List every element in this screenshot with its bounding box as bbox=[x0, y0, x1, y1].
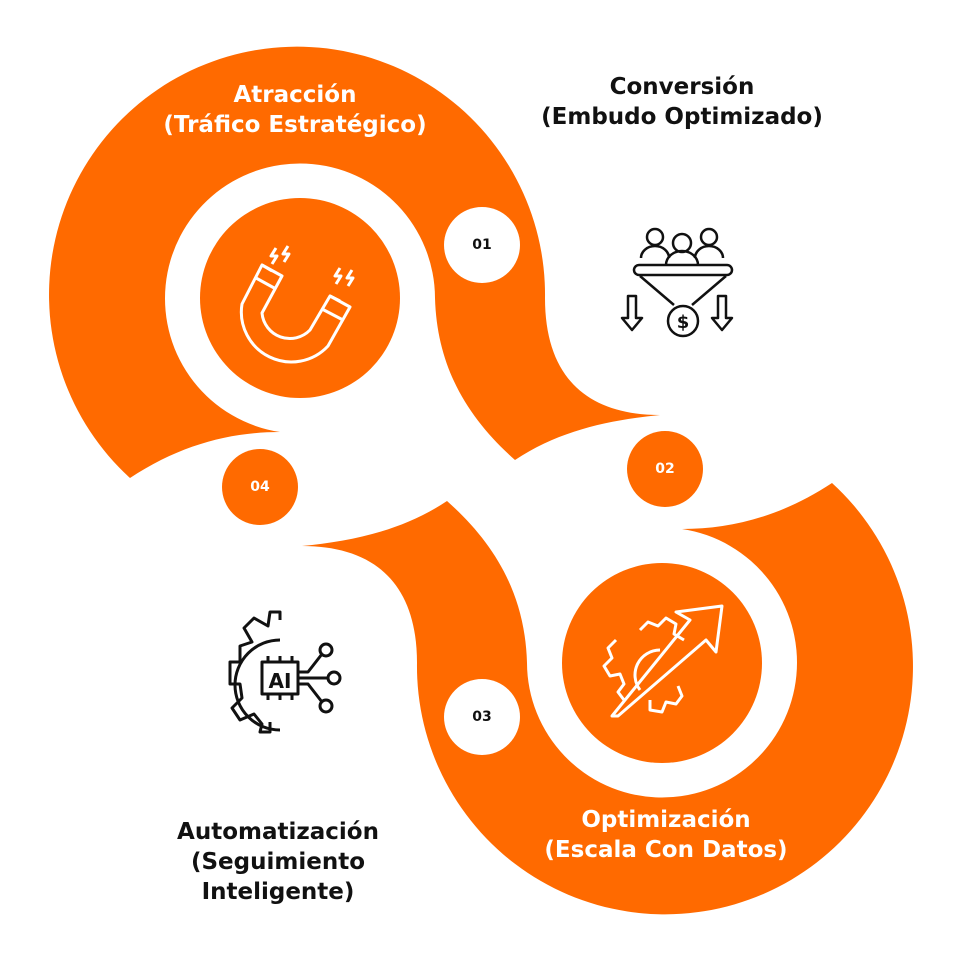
top-band bbox=[49, 46, 660, 478]
svg-text:AI: AI bbox=[269, 669, 292, 693]
ai-gear-icon: AI bbox=[228, 610, 342, 734]
growth-arrow-gear-icon bbox=[602, 604, 724, 718]
svg-text:$: $ bbox=[677, 312, 690, 333]
step-2-number-badge: 02 bbox=[627, 431, 703, 507]
optimizacion-icon-circle bbox=[562, 563, 762, 763]
step-3-title: Optimización bbox=[581, 807, 751, 833]
step-1-title: Atracción bbox=[233, 82, 357, 108]
atraccion-icon-circle bbox=[200, 198, 400, 398]
sales-funnel-icon: $ bbox=[620, 227, 734, 338]
step-4-title: Automatización bbox=[177, 819, 379, 845]
step-4-number-badge: 04 bbox=[222, 449, 298, 525]
step-3-label: Optimización (Escala Con Datos) bbox=[544, 805, 787, 865]
step-1-label: Atracción (Tráfico Estratégico) bbox=[163, 80, 426, 140]
step-2-title: Conversión bbox=[609, 74, 755, 100]
step-1-number-badge: 01 bbox=[444, 207, 520, 283]
step-3-subtitle: (Escala Con Datos) bbox=[544, 837, 788, 863]
step-4-subtitle-line2: Inteligente) bbox=[201, 879, 355, 905]
magnet-icon bbox=[239, 245, 355, 364]
step-4-subtitle-line1: (Seguimiento bbox=[190, 849, 366, 875]
bottom-band bbox=[302, 483, 913, 915]
step-1-subtitle: (Tráfico Estratégico) bbox=[163, 112, 427, 138]
step-2-label: Conversión (Embudo Optimizado) bbox=[541, 72, 823, 132]
step-2-subtitle: (Embudo Optimizado) bbox=[541, 104, 823, 130]
step-4-label: Automatización (Seguimiento Inteligente) bbox=[177, 817, 379, 907]
step-3-number-badge: 03 bbox=[444, 679, 520, 755]
